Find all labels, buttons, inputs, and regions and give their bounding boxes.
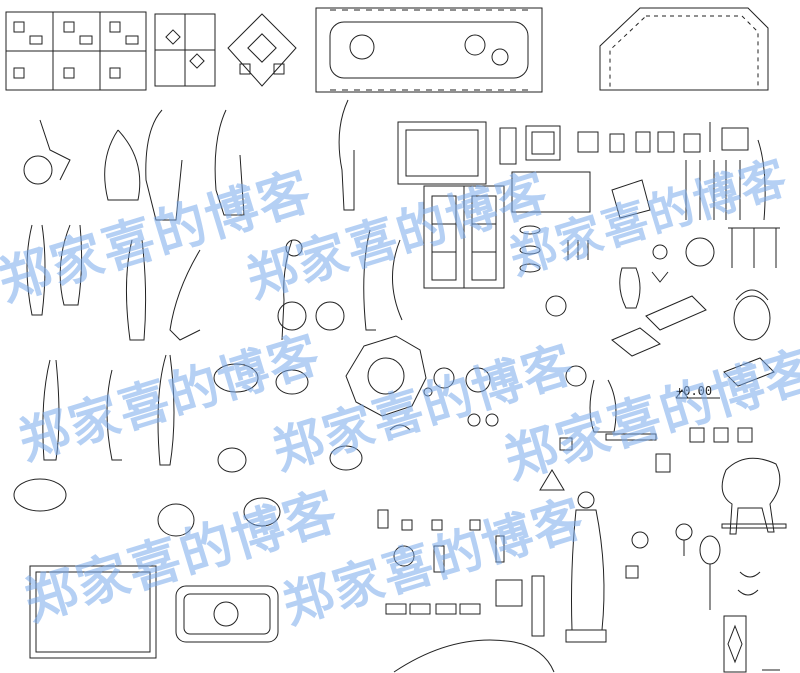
conference-table-plan [316,8,542,92]
lattice-door [424,186,504,288]
rug-octagon [346,336,426,416]
people-figures-elevation [24,100,402,465]
buddha-head [734,290,770,340]
column-elevation [724,616,780,672]
people-top-view [14,364,362,536]
office-workstations-plan [6,12,146,90]
rounded-rug [176,586,278,642]
elevation-mark [676,390,720,398]
lighting-grilles [612,296,774,386]
tusks-and-masks [434,366,616,432]
curtains [728,228,780,268]
decorative-panels [500,126,560,164]
octagon-conference-plan [600,8,768,90]
hanging-clothes [686,140,765,220]
bottom-arch [394,640,554,672]
patterned-carpet [30,566,156,658]
classical-statue [566,492,606,642]
table-and-chair-side [606,428,752,472]
horse-sculpture [722,458,786,534]
misc-right-objects [626,524,760,610]
ornaments-middle [520,180,714,316]
four-seat-table-plan [228,14,296,86]
landscape-screen [512,172,590,212]
framed-painting [398,122,486,184]
small-objects-cluster [378,388,572,636]
elevation-label: +0.00 [676,384,713,398]
books-and-bottles [578,122,748,152]
cross-desk-plan [155,14,215,86]
